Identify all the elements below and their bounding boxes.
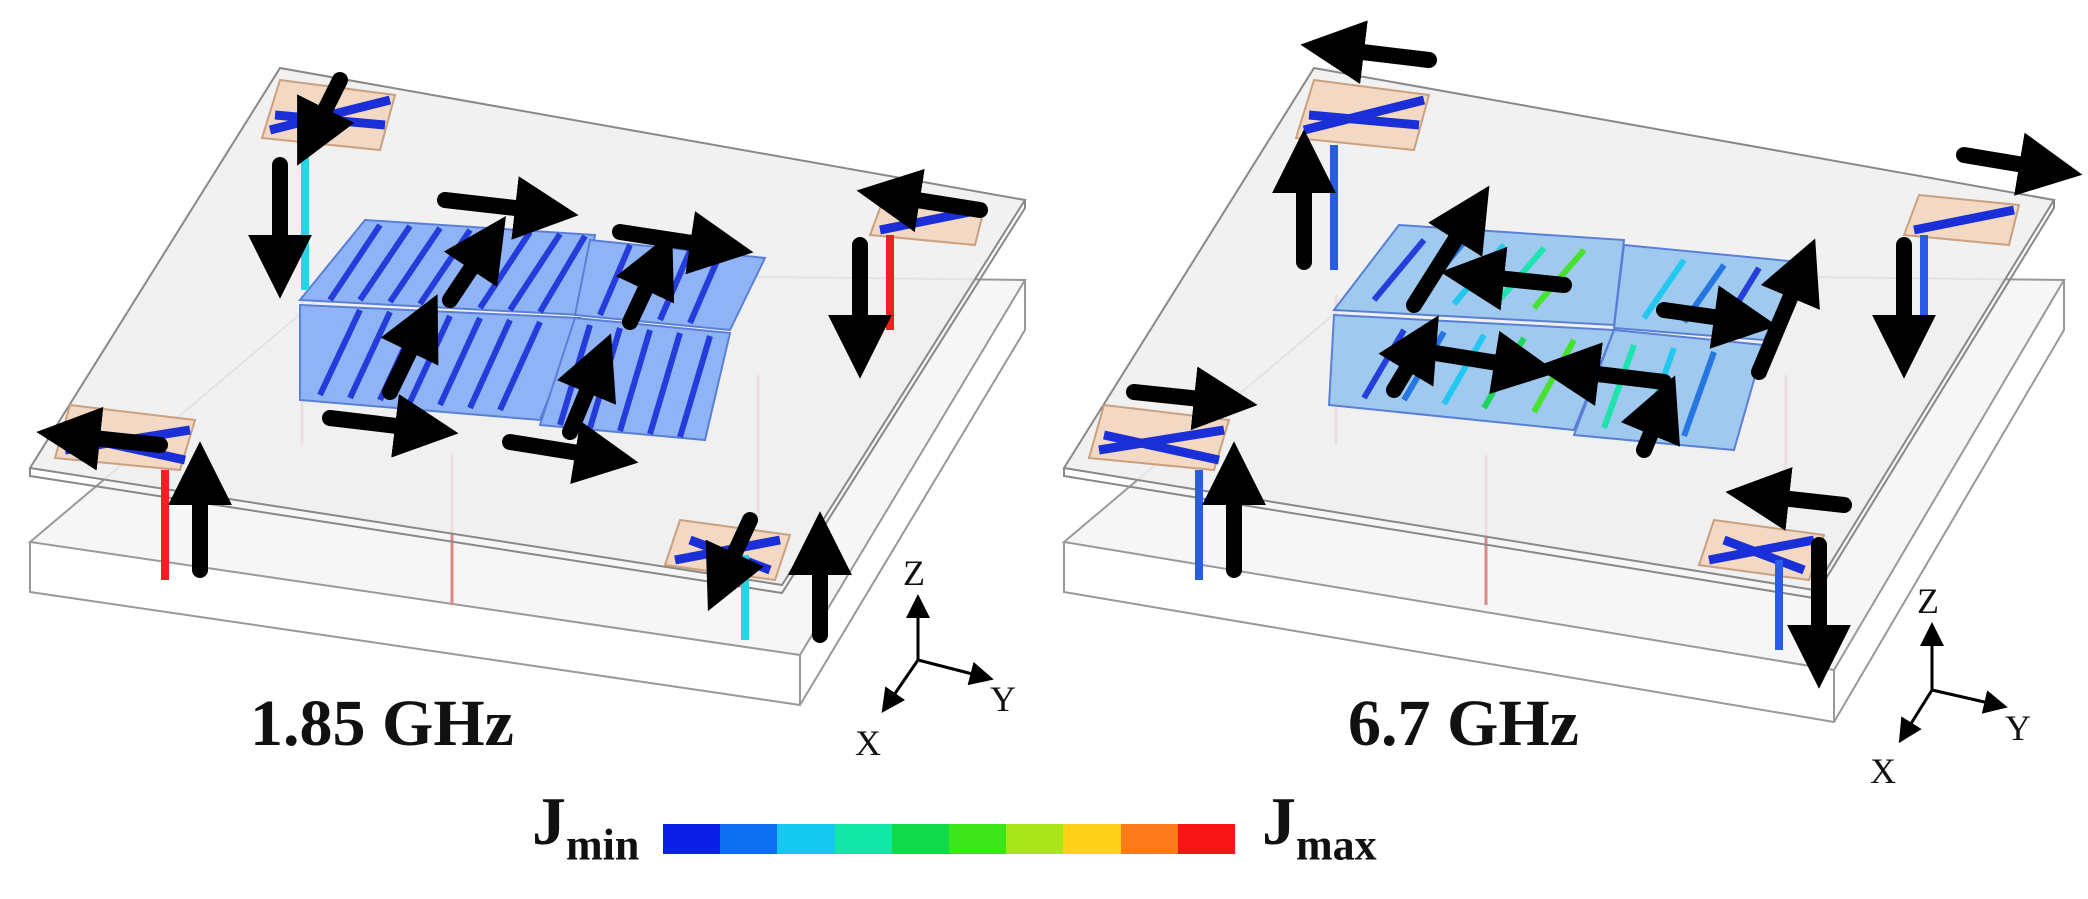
colorbar-segment-0 [663, 824, 721, 854]
axis-label-y: Y [2005, 708, 2031, 748]
legend-min-label: Jmin [532, 783, 640, 870]
central-patches [297, 218, 767, 442]
axis-label-x: X [855, 723, 881, 763]
frequency-label: 1.85 GHz [250, 687, 514, 760]
colorbar-segment-2 [777, 824, 835, 854]
colorbar-segment-8 [1120, 824, 1178, 854]
current-direction-arrows [1126, 20, 2083, 689]
colorbar-segment-4 [891, 824, 950, 854]
coordinate-axes [881, 594, 994, 713]
axis-label-z: Z [903, 553, 925, 593]
axis-label-y: Y [990, 679, 1016, 719]
colorbar-segment-9 [1177, 824, 1236, 854]
legend-max-label: Jmax [1262, 783, 1377, 870]
axis-label-x: X [1870, 751, 1896, 791]
colorbar-segment-1 [720, 824, 778, 854]
colorbar-segment-7 [1063, 824, 1121, 854]
panel-6-7ghz: Z Y X 6.7 GHz [1044, 0, 2088, 899]
colorbar [663, 824, 1236, 854]
colorbar-segment-5 [949, 824, 1007, 854]
current-direction-arrows [36, 72, 988, 643]
colorbar-segment-6 [1006, 824, 1064, 854]
panel-1-85ghz: Z Y X 1.85 GHz [27, 66, 1027, 763]
antenna-3d-model [27, 66, 1027, 713]
corner-currents [1098, 95, 2015, 575]
antenna-3d-model [1061, 20, 2083, 744]
coordinate-axes [1898, 622, 2008, 744]
axis-label-z: Z [1917, 581, 1939, 621]
frequency-label: 6.7 GHz [1348, 687, 1579, 760]
colorbar-segment-3 [834, 824, 892, 854]
